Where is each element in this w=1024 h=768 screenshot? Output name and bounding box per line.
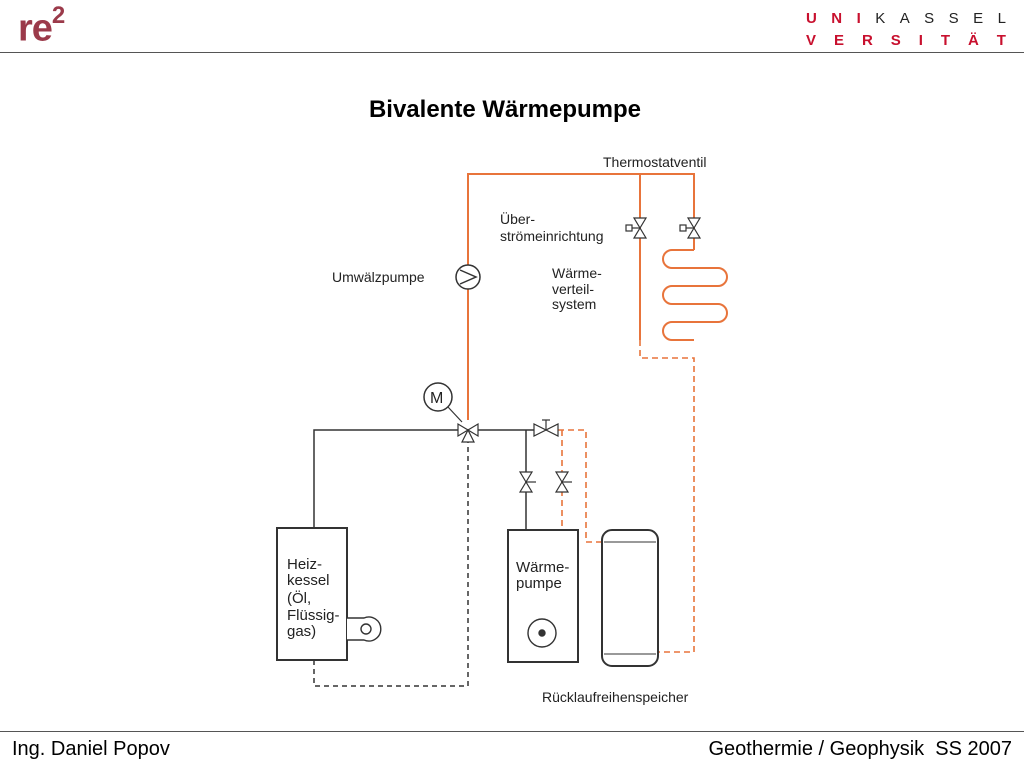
footer-author: Ing. Daniel Popov [12,738,170,760]
uni-letter: S [924,10,935,27]
uni-letter: S [948,10,959,27]
heatpump-label-1: Wärme- [516,559,569,576]
uni-letter: T [996,32,1006,49]
boiler-label-2: kessel [287,572,330,589]
return-pipe-storage [558,429,602,543]
uni-letter: A [899,10,910,27]
uni-letter: N [831,10,843,27]
header-divider [0,52,1024,53]
footer-course: Geothermie / Geophysik SS 2007 [708,738,1013,760]
shutoff-valve-left-icon [518,471,536,493]
logo-text: re [18,7,53,50]
return-pipe-overflow [639,340,695,653]
university-row-1: U N I K A S S E L [806,10,1006,32]
uni-letter: L [997,10,1006,27]
distribution-system-label-3: system [552,296,596,312]
footer-divider [0,731,1024,732]
boiler-supply-pipe [313,429,460,528]
uni-letter: E [833,32,844,49]
overflow-device-label-1: Über- [500,210,535,227]
uni-letter: Ä [967,32,979,49]
boiler-return-pipe [313,438,469,687]
distribution-coil [662,249,728,341]
boiler-box [276,527,348,661]
university-row-2: V E R S I T Ä T [806,32,1006,54]
overflow-valve-icon [625,217,648,239]
thermostat-valve-icon [679,217,702,239]
motor-icon [423,382,463,423]
heatpump-label-2: pumpe [516,575,562,592]
circulation-pump-icon [455,264,481,290]
circulation-pump-label: Umwälzpumpe [332,269,425,285]
logo-superscript: 2 [51,2,65,29]
boiler-label-4: Flüssig- [287,607,340,624]
uni-letter: K [875,10,886,27]
overflow-device-label-2: strömeinrichtung [500,228,604,244]
boiler-label-3: (Öl, [287,589,311,607]
boiler-lines [313,429,534,530]
distribution-system-label-2: verteil- [552,281,594,297]
re2-logo: re2 [18,2,65,51]
shutoff-valve-right-icon [554,471,572,493]
slide-title: Bivalente Wärmepumpe [368,96,642,123]
supply-pipe-main [467,173,695,420]
shutoff-valve-top-icon [533,419,559,437]
thermostat-valve-label: Thermostatventil [603,154,706,170]
compressor-icon [527,618,557,648]
uni-letter: I [918,32,923,49]
uni-letter: S [890,32,901,49]
university-logo: U N I K A S S E L V E R S I T Ä T [806,10,1006,54]
uni-letter: E [973,10,984,27]
uni-letter: R [861,32,873,49]
uni-letter: V [806,32,817,49]
uni-letter: U [806,10,817,27]
mixing-valve-icon [457,422,479,443]
supply-lines [467,173,728,420]
storage-tank [601,529,659,667]
distribution-system-label-1: Wärme- [552,265,602,281]
uni-letter: I [856,10,861,27]
burner-icon [347,616,382,642]
boiler-label-5: gas) [287,623,316,640]
uni-letter: T [940,32,950,49]
motor-label: M [430,390,443,407]
boiler-label-1: Heiz- [287,556,322,573]
storage-label: Rücklaufreihenspeicher [542,689,689,705]
